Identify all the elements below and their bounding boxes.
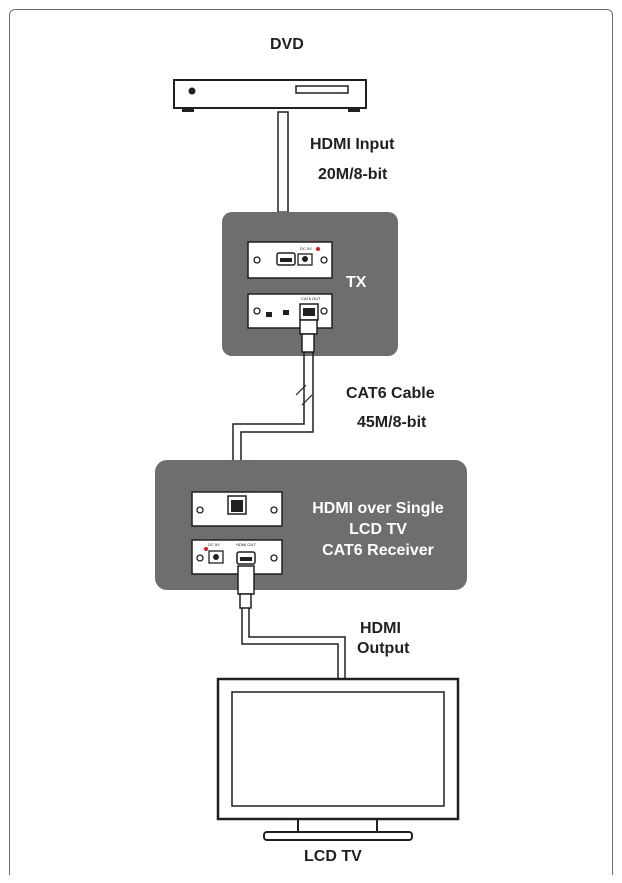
lcd-tv xyxy=(216,677,460,841)
receiver-label-line2: LCD TV xyxy=(349,521,407,538)
svg-text:HDMI OUT: HDMI OUT xyxy=(236,542,256,547)
cat6-cable-label: CAT6 Cable xyxy=(346,385,435,402)
diagram-frame xyxy=(9,9,613,875)
svg-text:CAT6 OUT: CAT6 OUT xyxy=(301,296,321,301)
svg-text:DC 5V: DC 5V xyxy=(300,246,312,251)
hdmi-output-cable xyxy=(237,565,346,680)
hdmi-output-label-line2: Output xyxy=(357,640,410,657)
lcd-tv-label: LCD TV xyxy=(304,848,362,865)
dvd-player xyxy=(173,79,367,112)
hdmi-input-label: HDMI Input xyxy=(310,136,395,153)
receiver-label-line1: HDMI over Single xyxy=(312,500,444,517)
hdmi-input-spec: 20M/8-bit xyxy=(318,166,388,183)
receiver-label-line3: CAT6 Receiver xyxy=(322,542,434,559)
svg-text:DC 5V: DC 5V xyxy=(208,542,220,547)
dvd-label: DVD xyxy=(270,36,304,53)
cat6-cable-spec: 45M/8-bit xyxy=(357,414,427,431)
tx-box: DC 5V CAT6 OUT xyxy=(222,212,398,356)
tx-label: TX xyxy=(346,274,367,291)
hdmi-output-label-line1: HDMI xyxy=(360,620,401,637)
receiver-box: DC 5V HDMI OUT xyxy=(155,460,467,590)
